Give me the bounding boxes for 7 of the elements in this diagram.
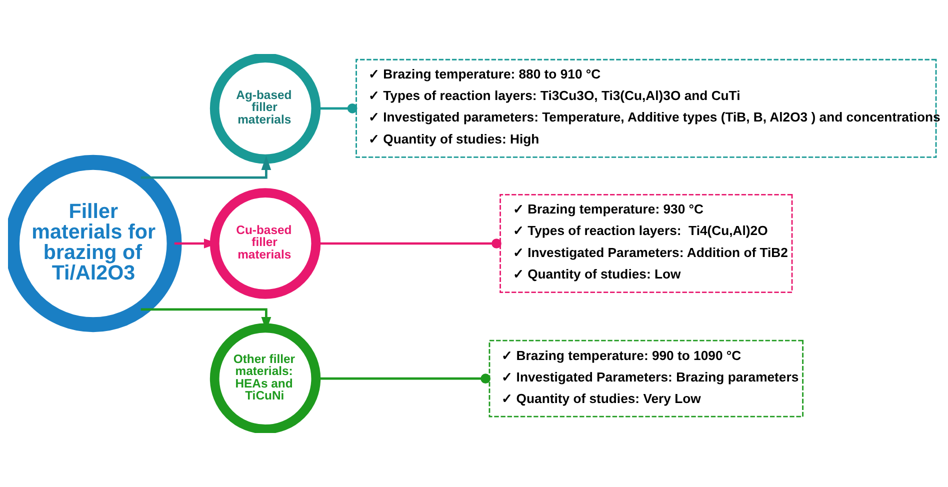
- node-box: ✓ Brazing temperature: 930 °C ✓ Types of reaction layers: Ti4(Cu,Al)2O ✓ Investigated Parameters: Addition of TiB2 ✓ Quantity of studies: Low: [500, 194, 793, 293]
- node-circle: Filler materials for brazing of Ti/Al2O3: [8, 154, 182, 332]
- node-box: ✓ Brazing temperature: 990 to 1090 °C ✓ Investigated Parameters: Brazing parameters ✓ Quantity of studies: Very Low: [488, 340, 804, 418]
- node-circle: Other filler materials: HEAs and TiCuNi: [210, 323, 321, 433]
- node-circle: Cu-based filler materials: [210, 188, 321, 299]
- node-circle: Ag-based filler materials: [210, 54, 321, 164]
- arrow: [140, 156, 272, 179]
